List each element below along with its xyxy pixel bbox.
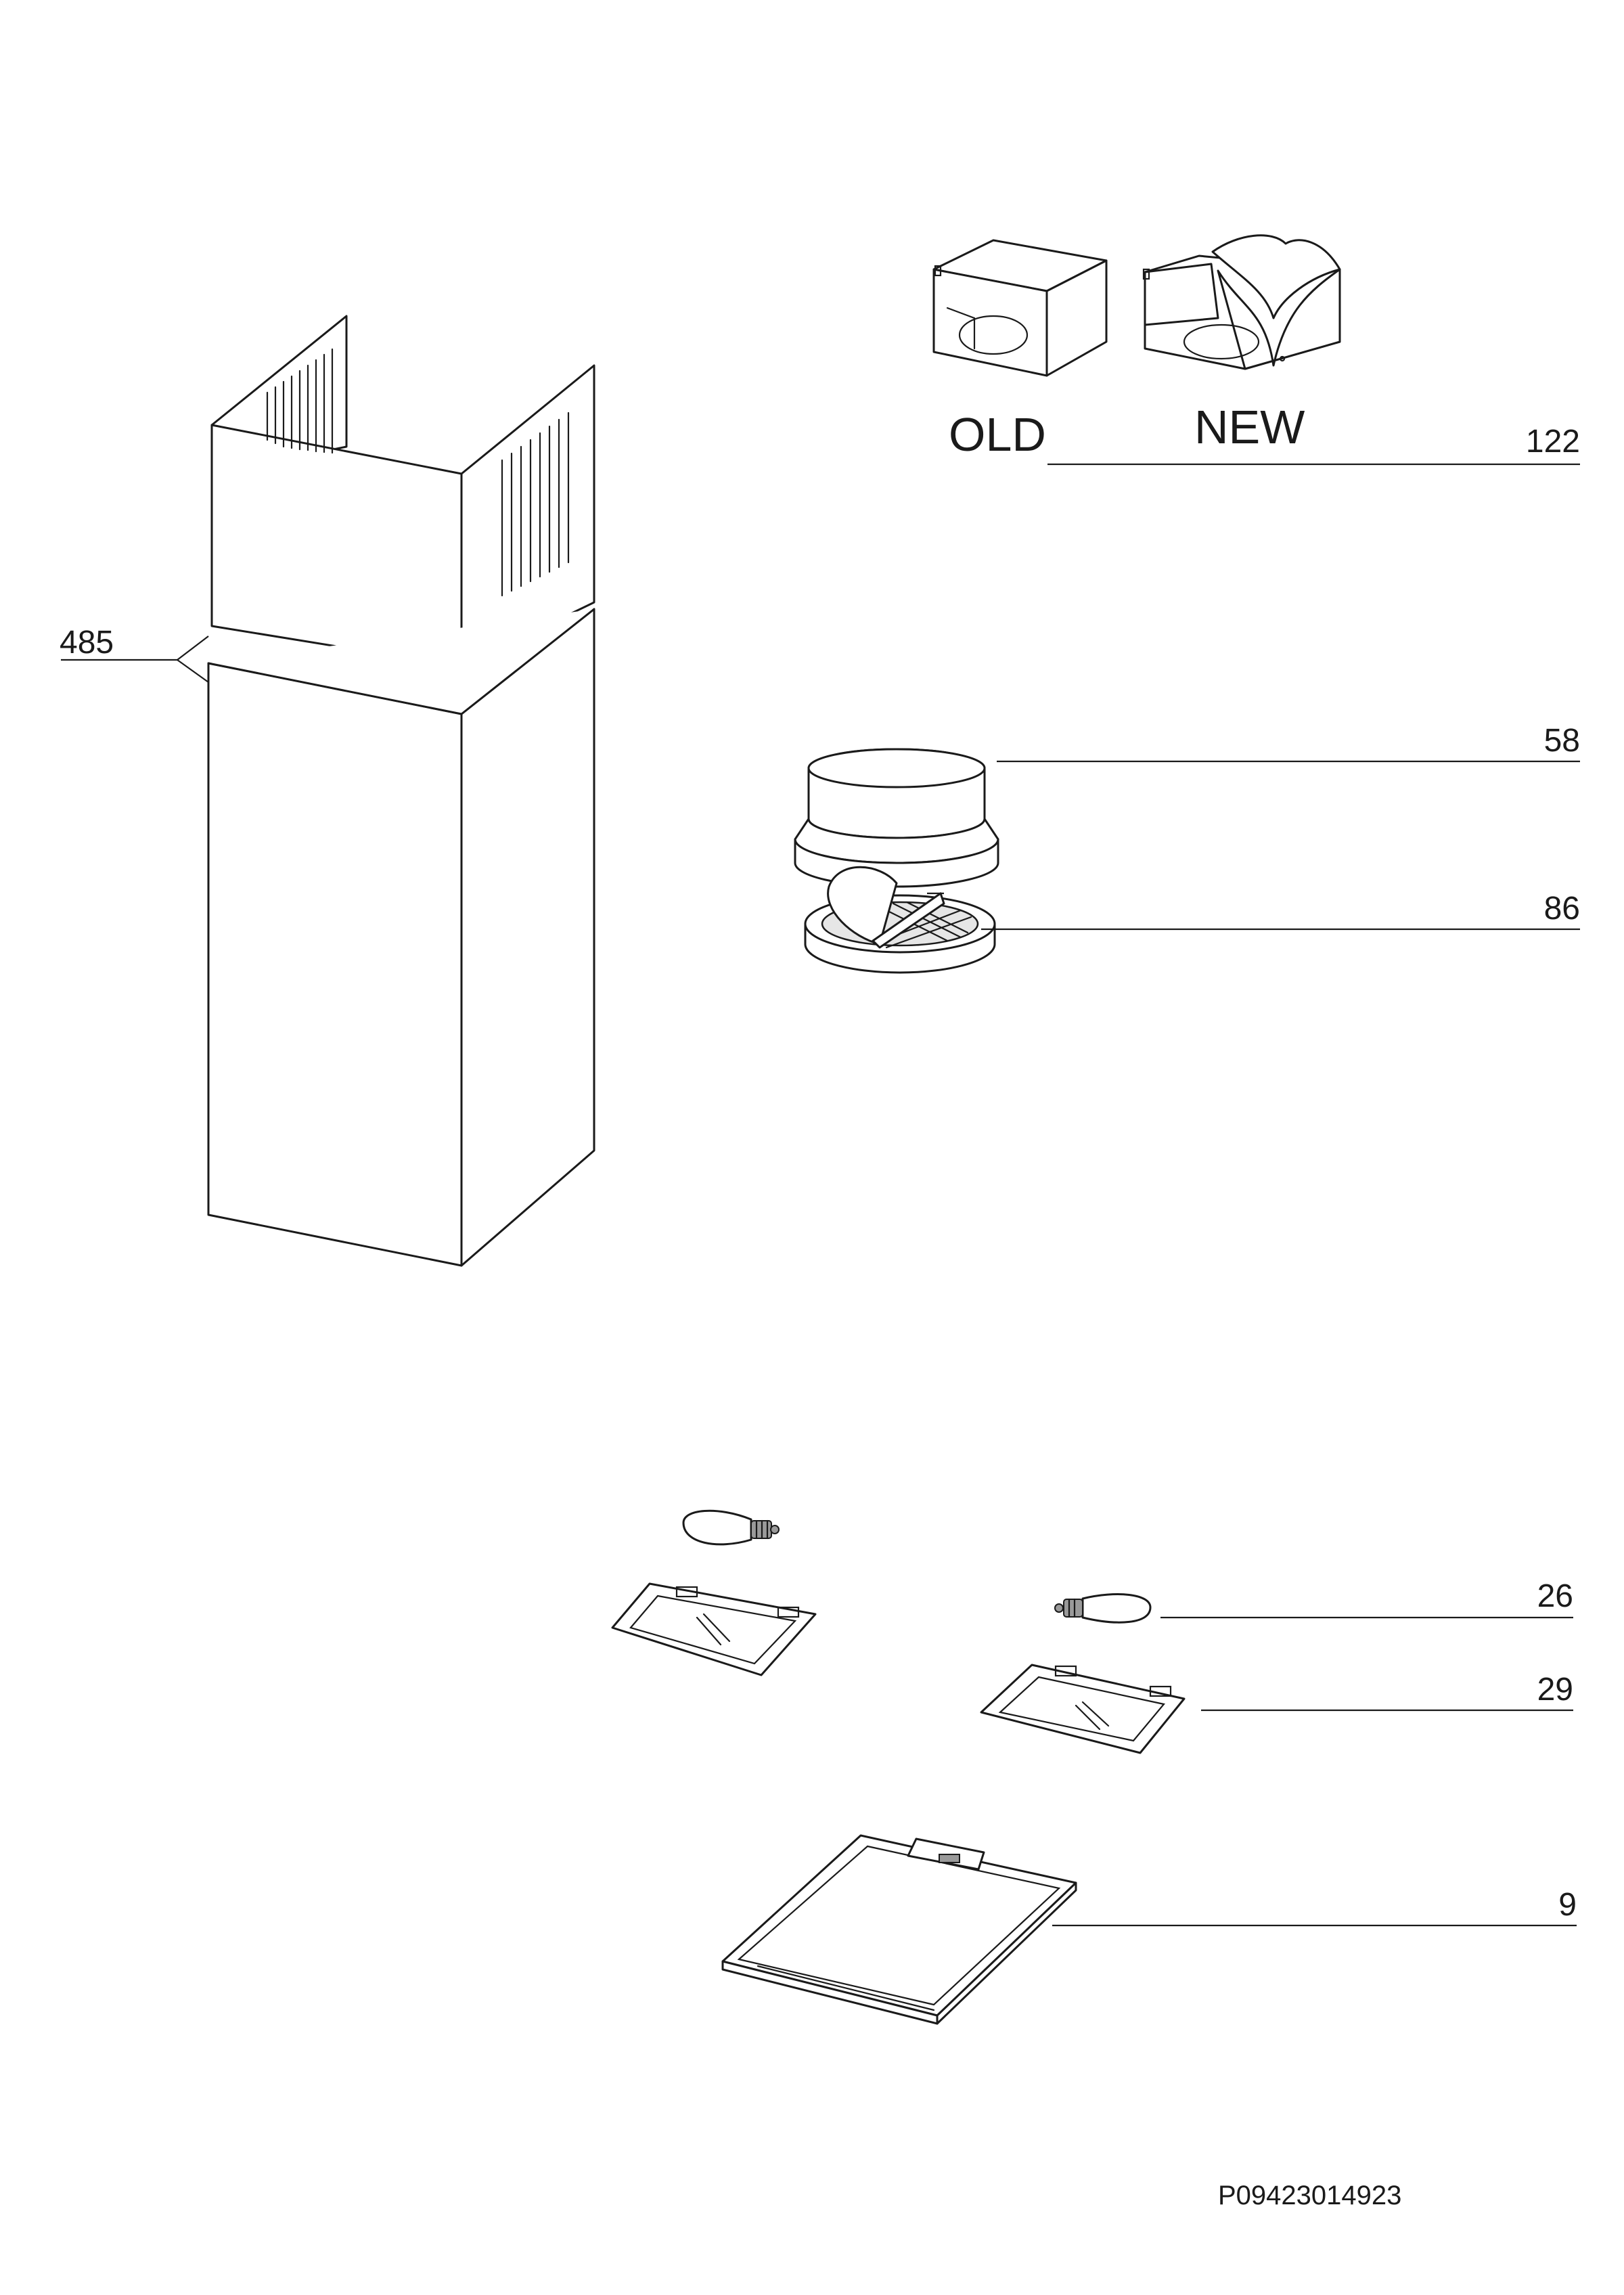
check-valve: [804, 866, 996, 974]
flange-collar: [794, 748, 999, 888]
lamp-cover-left: [611, 1582, 817, 1676]
document-code: P09423014923: [1218, 2181, 1401, 2210]
grease-filter: [721, 1834, 1077, 2025]
duct-adapter-new: [1142, 234, 1341, 370]
old-label: OLD: [949, 408, 1046, 461]
part-number-58: 58: [1544, 723, 1580, 759]
new-label: NEW: [1194, 401, 1305, 453]
part-number-29: 29: [1537, 1672, 1573, 1708]
part-number-26: 26: [1537, 1578, 1573, 1614]
part-number-122: 122: [1526, 424, 1580, 460]
chimney-vent-slots: [266, 348, 570, 597]
duct-adapter-old: [932, 239, 1108, 377]
leader-line-485-lower: [177, 659, 209, 683]
lamp-bulb-right: [1054, 1593, 1152, 1624]
part-number-9: 9: [1558, 1887, 1577, 1923]
part-number-86: 86: [1544, 891, 1580, 927]
lamp-bulb-left: [682, 1509, 780, 1546]
chimney-cover: [207, 315, 595, 1267]
lamp-cover-right: [980, 1664, 1186, 1754]
part-number-485: 485: [60, 625, 114, 661]
